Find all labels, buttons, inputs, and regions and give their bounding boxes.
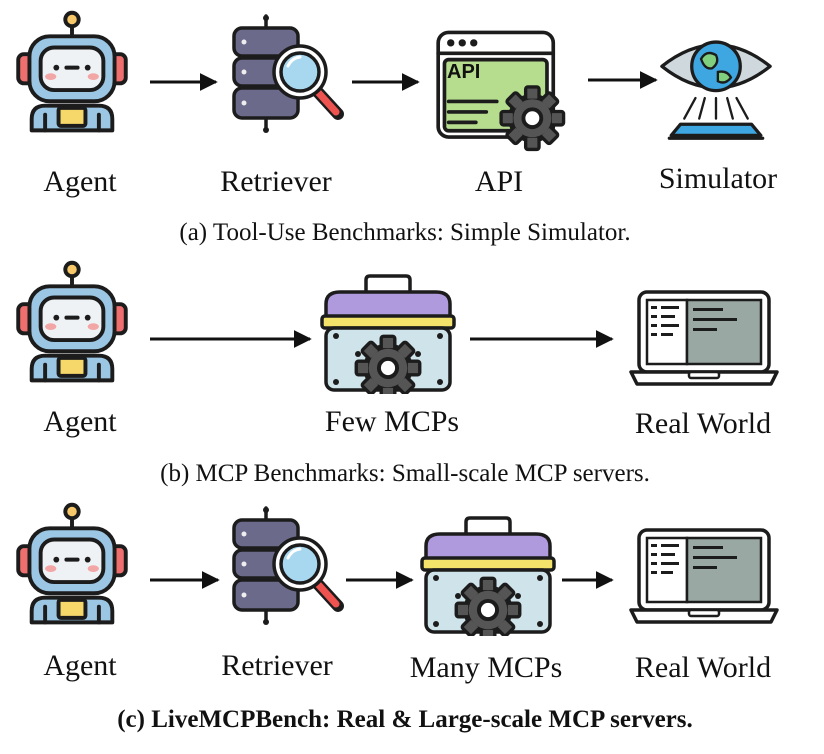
caption-a: (a) Tool-Use Benchmarks: Simple Simulato…	[179, 219, 630, 246]
node-label-retriever: Retriever	[220, 165, 332, 198]
node-label-simulator: Simulator	[659, 162, 777, 195]
database-search-icon	[234, 507, 338, 625]
node-label-retriever: Retriever	[221, 649, 333, 682]
api-icon-text: API	[447, 61, 480, 83]
robot-icon	[18, 505, 126, 623]
row-c-livemcpbench: Agent Retriever Many MCPs Real World (c)…	[18, 505, 779, 733]
node-label-agent: Agent	[43, 165, 117, 198]
laptop-icon	[629, 290, 779, 386]
caption-c: (c) LiveMCPBench: Real & Large-scale MCP…	[117, 706, 693, 733]
robot-icon	[18, 13, 126, 131]
node-label-api: API	[475, 165, 523, 198]
row-b-mcp-benchmarks: Agent Few MCPs Real World (b) MCP Benchm…	[18, 263, 779, 487]
node-label-agent: Agent	[43, 405, 117, 438]
row-a-tool-use-benchmarks: API Agent Retriever API Simulator (a) To…	[18, 13, 777, 246]
hologram-globe-icon	[660, 40, 772, 140]
laptop-icon	[629, 528, 779, 624]
api-gear-icon	[438, 32, 563, 149]
toolbox-icon	[322, 276, 454, 400]
node-label-many-mcps: Many MCPs	[410, 651, 563, 684]
node-label-agent: Agent	[43, 649, 117, 682]
node-label-few-mcps: Few MCPs	[325, 405, 459, 438]
node-label-real-world: Real World	[635, 651, 771, 684]
node-label-real-world: Real World	[635, 407, 771, 440]
toolbox-icon	[422, 518, 554, 642]
caption-b: (b) MCP Benchmarks: Small-scale MCP serv…	[160, 460, 650, 487]
database-search-icon	[234, 15, 338, 133]
robot-icon	[18, 263, 126, 381]
